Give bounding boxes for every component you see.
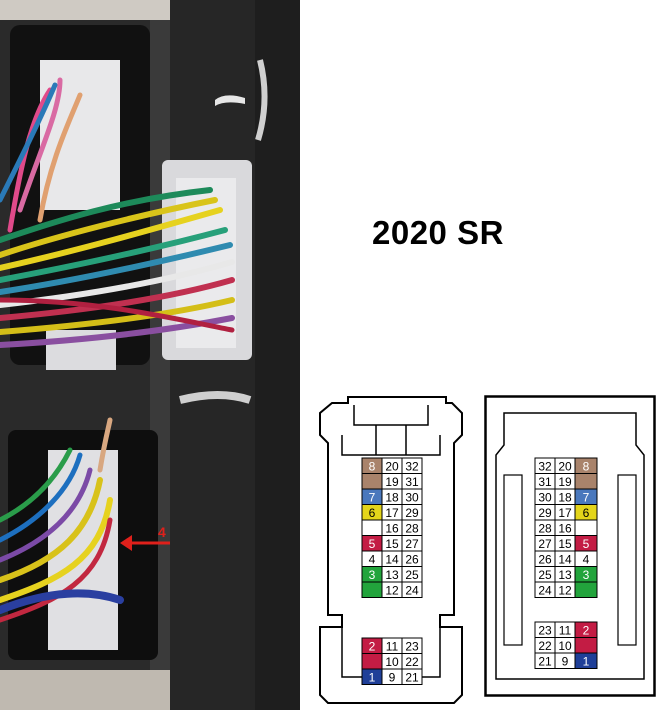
right-pin-color-label: 5 (583, 537, 590, 551)
harness-photo-drawing: 4 (0, 0, 300, 710)
right-pin-label: 31 (538, 475, 552, 489)
left-pin-label: 17 (385, 506, 399, 520)
right-pin-color-label: 8 (583, 459, 590, 473)
right-pin-label: 23 (538, 623, 552, 637)
left-pin-label: 31 (405, 475, 419, 489)
left-pin-label: 21 (405, 670, 419, 684)
left-pin-label: 14 (385, 552, 399, 566)
left-pin-color-cell (361, 581, 383, 598)
right-pin-color-label: 7 (583, 490, 590, 504)
right-pin-label: 29 (538, 506, 552, 520)
left-pin-color-label: 3 (369, 568, 376, 582)
left-pin-color-label: 6 (369, 506, 376, 520)
right-pin-label: 13 (558, 568, 572, 582)
right-pin-label: 12 (558, 583, 572, 597)
left-pin-label: 19 (385, 475, 399, 489)
right-pin-label: 17 (558, 506, 572, 520)
left-pin-label: 20 (385, 459, 399, 473)
right-pin-color-cell (574, 652, 598, 669)
left-pin-color-label: 2 (369, 639, 376, 653)
left-pin-label: 29 (405, 506, 419, 520)
right-upper-pin-grid: 32 20 8 31 19 30 18 7 29 17 6 28 16 27 15 5 26 14 4 25 13 3 24… (534, 457, 598, 598)
left-pin-label: 32 (405, 459, 419, 473)
page-title: 2020 SR (372, 214, 504, 251)
arrow-label: 4 (158, 524, 166, 540)
right-pin-label: 28 (538, 521, 552, 535)
right-pin-color-label: 1 (583, 654, 590, 668)
left-upper-pin-grid: 8 20 32 19 31 7 18 30 6 17 29 16 28 5 15 27 4 14 26 3 13 25 12… (361, 457, 423, 598)
right-pin-label: 21 (538, 654, 552, 668)
left-pin-label: 23 (405, 639, 419, 653)
right-pin-color-cell (574, 473, 598, 490)
right-pin-label: 20 (558, 459, 572, 473)
right-pin-label: 9 (562, 654, 569, 668)
right-pin-color-label: 6 (583, 506, 590, 520)
right-pin-label: 32 (538, 459, 552, 473)
right-pin-label: 16 (558, 521, 572, 535)
right-pin-label: 26 (538, 552, 552, 566)
right-pin-label: 19 (558, 475, 572, 489)
left-pin-color-label: 4 (369, 552, 376, 566)
right-pin-label: 11 (559, 623, 572, 637)
right-pin-label: 22 (538, 639, 552, 653)
left-pin-label: 10 (385, 655, 399, 669)
left-pin-color-label: 1 (369, 670, 376, 684)
right-pin-color-cell (574, 519, 598, 536)
right-pin-label: 10 (558, 639, 572, 653)
left-pin-label: 27 (405, 537, 419, 551)
left-pin-color-label: 5 (369, 537, 376, 551)
left-pin-label: 30 (405, 490, 419, 504)
right-pin-label: 30 (538, 490, 552, 504)
left-pin-label: 16 (385, 521, 399, 535)
right-pin-color-label: 2 (583, 623, 590, 637)
left-pin-label: 18 (385, 490, 399, 504)
right-pin-label: 14 (558, 552, 572, 566)
right-pin-color-cell (574, 637, 598, 654)
left-pin-label: 25 (405, 568, 419, 582)
left-pin-label: 12 (385, 583, 399, 597)
left-pin-cell (401, 668, 423, 685)
left-pin-label: 9 (389, 670, 396, 684)
right-pin-label: 18 (558, 490, 572, 504)
right-pin-label: 25 (538, 568, 552, 582)
left-pin-color-cell (361, 473, 383, 490)
right-pin-color-cell (574, 581, 598, 598)
left-pin-label: 22 (405, 655, 419, 669)
right-pin-label: 15 (558, 537, 572, 551)
left-pin-color-cell (361, 653, 383, 670)
left-pin-label: 28 (405, 521, 419, 535)
left-pin-color-label: 7 (369, 490, 376, 504)
right-pin-label: 24 (538, 583, 552, 597)
left-pin-cell (401, 581, 423, 598)
right-pin-label: 27 (538, 537, 552, 551)
left-pin-color-cell (361, 519, 383, 536)
right-pin-color-label: 3 (583, 568, 590, 582)
wiring-harness-photo: 4 (0, 0, 300, 710)
left-pin-label: 15 (385, 537, 399, 551)
left-pin-label: 26 (405, 552, 419, 566)
left-pin-label: 13 (385, 568, 399, 582)
left-pin-color-label: 8 (369, 459, 376, 473)
left-pin-label: 24 (405, 583, 419, 597)
left-pin-label: 11 (386, 639, 399, 653)
right-pin-color-label: 4 (583, 552, 590, 566)
